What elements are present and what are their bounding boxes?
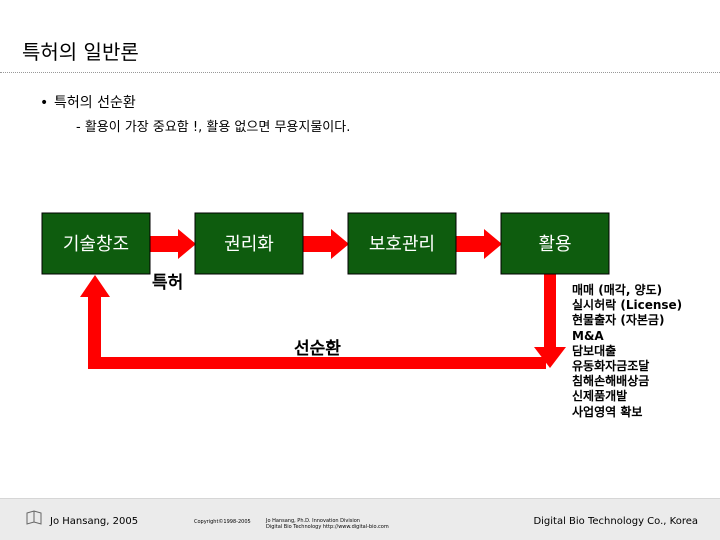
document-icon (26, 510, 42, 525)
footer-company: Digital Bio Technology Co., Korea (533, 516, 698, 527)
bullet-item: • 특허의 선순환 (40, 92, 136, 112)
footer-division: Jo Hansang, Ph.D. Innovation Division (266, 518, 360, 524)
sub-bullet-text: - 활용이 가장 중요함 !, 활용 없으면 무용지물이다. (76, 120, 351, 135)
uses-list: 매매 (매각, 양도) 실시허락 (License) 현물출자 (자본금) M&… (572, 283, 682, 420)
list-item: 신제품개발 (572, 389, 628, 404)
arrow-bottom-left (101, 357, 546, 369)
footer-author: Jo Hansang, 2005 (50, 516, 139, 527)
bullet-text: 특허의 선순환 (54, 95, 136, 111)
arrow-protect-to-use (456, 229, 502, 259)
footer-info: Jo Hansang, Ph.D. Innovation Division Di… (266, 518, 389, 530)
feedback-arrows (80, 273, 566, 369)
box-utilization: 활용 (500, 212, 610, 275)
box-label: 권리화 (224, 234, 274, 255)
list-item: 매매 (매각, 양도) (572, 283, 663, 297)
list-item: 담보대출 (572, 343, 617, 358)
box-label: 활용 (538, 234, 571, 255)
footer-copyright: Copyright©1998-2005 (194, 519, 251, 525)
footer-bar (0, 498, 720, 540)
arrow-use-down (534, 273, 566, 368)
arrow-rights-to-protect (303, 229, 349, 259)
list-item: M&A (572, 328, 604, 343)
arrow-up-to-create (80, 275, 110, 369)
patent-label: 특허 (152, 273, 183, 293)
box-rights: 권리화 (194, 212, 304, 275)
box-label: 기술창조 (63, 234, 129, 255)
list-item: 실시허락 (License) (572, 298, 683, 313)
list-item: 침해손해배상금 (572, 374, 650, 389)
bullet-dot-icon: • (40, 95, 49, 111)
list-item: 유동화자금조달 (572, 359, 650, 374)
box-label: 보호관리 (369, 234, 435, 255)
box-tech-creation: 기술창조 (41, 212, 151, 275)
box-protection: 보호관리 (347, 212, 457, 275)
list-item: 사업영역 확보 (572, 404, 643, 419)
cycle-label: 선순환 (294, 339, 341, 359)
list-item: 현물출자 (자본금) (572, 313, 665, 328)
arrow-create-to-rights (150, 229, 196, 259)
title-divider (0, 72, 720, 73)
slide-title: 특허의 일반론 (22, 40, 139, 64)
forward-arrows (150, 229, 502, 259)
footer-website: Digital Bio Technology http://www.digita… (266, 524, 389, 530)
